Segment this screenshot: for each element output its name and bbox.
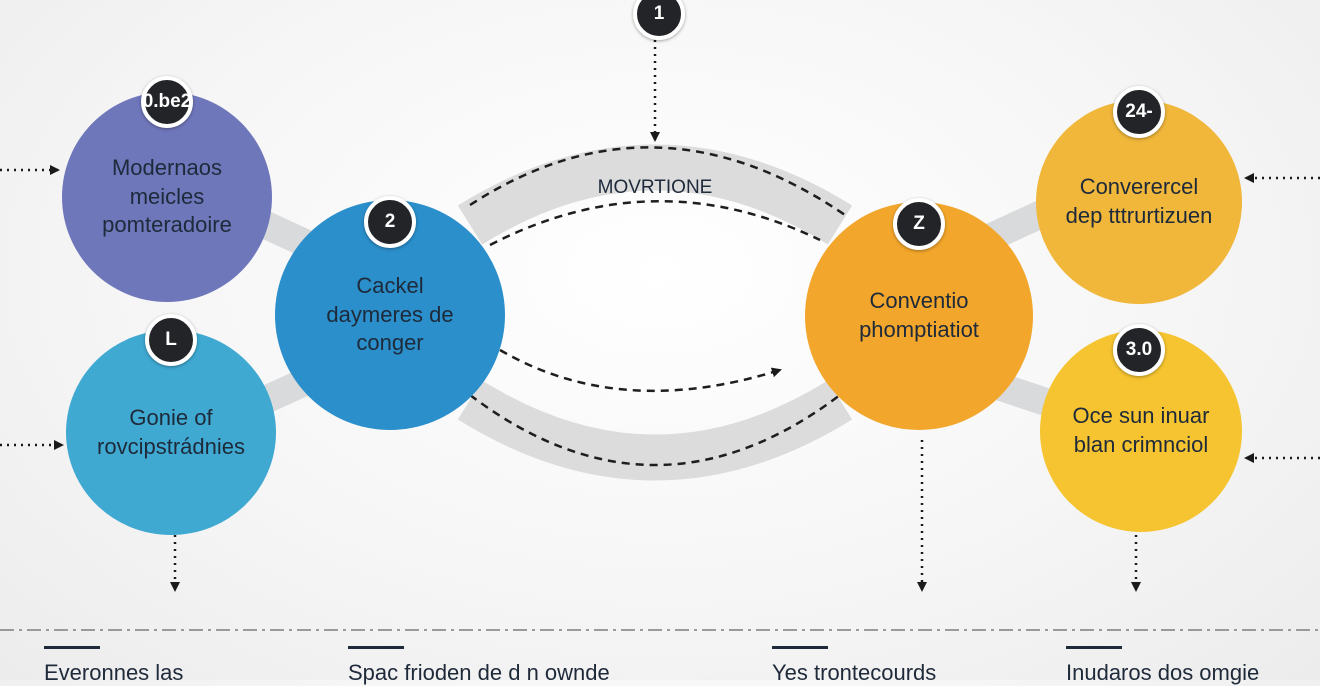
node-cackel-badge: 2 — [364, 196, 416, 248]
loop-dashed-inner-bottom — [499, 348, 782, 392]
step-badge-top-text: 1 — [653, 3, 665, 24]
footer-mark-2 — [348, 646, 404, 649]
movrtione-loop: MOVRTIONE — [457, 144, 853, 481]
footer-label-4: Inudaros dos omgie — [1066, 660, 1260, 685]
dotted-arrows — [0, 40, 1320, 592]
node-oce-badge-text: 3.0 — [1125, 339, 1153, 360]
node-conventio-badge: Z — [893, 198, 945, 250]
node-gonie-label: Gonie of rovcipstrádnies — [97, 404, 245, 459]
node-gonie-badge: L — [145, 314, 197, 366]
node-cackel-label: Cackel daymeres de conger — [326, 273, 454, 356]
step-badge-top: 1 — [633, 0, 685, 40]
node-oce-label: Oce sun inuar blan crimnciol — [1072, 403, 1210, 457]
footer-label-1: Everonnes las — [44, 660, 184, 685]
footer-label-2: Spac frioden de d n ownde — [348, 660, 610, 685]
node-modernaos-badge-text: 0.be2 — [142, 91, 192, 112]
node-converercel-label: Converercel dep tttrurtizuen — [1065, 174, 1213, 228]
node-converercel-badge: 24- — [1113, 86, 1165, 138]
loop-dashed-inner-top — [489, 199, 821, 247]
node-conventio-label: Conventio phomptiatiot — [859, 288, 979, 342]
node-cackel-badge-text: 2 — [384, 211, 396, 232]
node-oce-badge: 3.0 — [1113, 324, 1165, 376]
footer-mark-4 — [1066, 646, 1122, 649]
node-cackel: Cackel daymeres de conger — [275, 200, 505, 430]
node-converercel-badge-text: 24- — [1125, 101, 1153, 122]
loop-dashed-outer-bottom — [469, 394, 841, 467]
footer-mark-3 — [772, 646, 828, 649]
footer-label-3: Yes trontecourds — [772, 660, 937, 685]
node-modernaos-badge: 0.be2 — [141, 76, 193, 128]
loop-label: MOVRTIONE — [598, 177, 713, 198]
footer-mark-1 — [44, 646, 100, 649]
node-conventio-badge-text: Z — [913, 213, 925, 234]
node-oce: Oce sun inuar blan crimnciol — [1040, 330, 1242, 532]
loop-dashed-outer-top — [469, 146, 846, 217]
node-gonie-badge-text: L — [165, 329, 177, 350]
node-modernaos-label: Modernaos meicles pomteradoire — [102, 155, 232, 238]
